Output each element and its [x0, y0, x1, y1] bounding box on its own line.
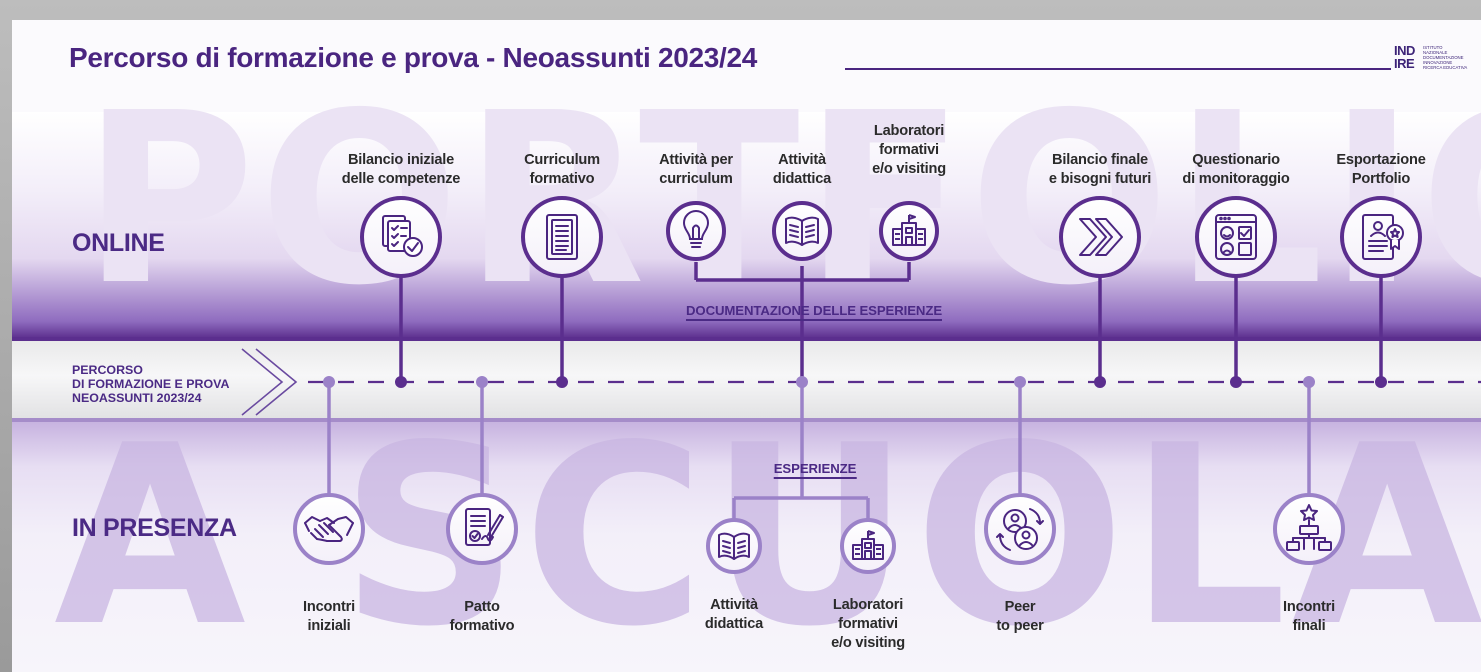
node-curriculum[interactable] [521, 196, 603, 278]
lightbulb-icon [682, 210, 710, 248]
label-esportazione: Esportazione Portfolio [1336, 152, 1426, 187]
label-patto-formativo: Patto formativo [449, 599, 515, 634]
timeline-dot [395, 376, 407, 388]
double-chevron-icon [1079, 218, 1123, 256]
checklist-icon [382, 215, 423, 257]
logo-text: ISTITUTO NAZIONALE DOCUMENTAZIONE INNOVA… [1423, 45, 1468, 70]
signed-document-icon [465, 508, 504, 546]
handshake-icon [304, 516, 354, 542]
title-underline [845, 68, 1391, 70]
label-bilancio-finale: Bilancio finale e bisogni futuri [1048, 152, 1152, 187]
label-attivita-curriculum: Attività per curriculum [659, 152, 733, 187]
label-questionario: Questionario di monitoraggio [1182, 152, 1290, 187]
infographic-card: PORTFOLIO A SCUOLA Percorso di formazion… [12, 20, 1481, 672]
node-bilancio-finale[interactable] [1059, 196, 1141, 278]
peer-exchange-icon [996, 508, 1044, 551]
indire-logo: IND IRE ISTITUTO NAZIONALE DOCUMENTAZION… [1394, 44, 1474, 74]
node-laboratori-online[interactable] [879, 201, 939, 261]
node-laboratori-presenza[interactable] [840, 518, 896, 574]
presenza-connectors [327, 382, 1311, 500]
timeline-dot [1230, 376, 1242, 388]
node-incontri-iniziali[interactable] [293, 493, 365, 565]
node-patto-formativo[interactable] [446, 493, 518, 565]
label-curriculum: Curriculum formativo [524, 152, 600, 187]
label-incontri-iniziali: Incontri iniziali [303, 599, 355, 634]
school-icon [852, 530, 884, 560]
timeline-chevrons [241, 348, 298, 416]
timeline-dot [1094, 376, 1106, 388]
timeline-dot [796, 376, 808, 388]
label-bilancio-iniziale: Bilancio iniziale delle competenze [341, 152, 461, 187]
book-icon [785, 216, 819, 246]
timeline-dot [476, 376, 488, 388]
node-questionario[interactable] [1195, 196, 1277, 278]
documentazione-badge: DOCUMENTAZIONE DELLE ESPERIENZE [685, 303, 942, 321]
label-laboratori-online: Laboratori formativi e/o visiting [872, 123, 946, 177]
page-title: Percorso di formazione e prova - Neoassu… [69, 42, 758, 73]
node-attivita-didattica-presenza[interactable] [706, 518, 762, 574]
label-peer-to-peer: Peer to peer [996, 599, 1044, 634]
label-incontri-finali: Incontri finali [1283, 599, 1335, 634]
logo-mark: IND IRE [1394, 43, 1415, 71]
label-attivita-didattica-online: Attività didattica [772, 152, 832, 187]
node-attivita-didattica-online[interactable] [772, 201, 832, 261]
timeline-dot [1303, 376, 1315, 388]
timeline-dot [556, 376, 568, 388]
documentazione-bracket [694, 262, 911, 382]
timeline-dot [1014, 376, 1026, 388]
node-attivita-curriculum[interactable] [666, 201, 726, 261]
school-icon [892, 214, 926, 246]
node-esportazione[interactable] [1340, 196, 1422, 278]
timeline-dot [1375, 376, 1387, 388]
background-word-a-scuola: A SCUOLA [54, 393, 1481, 672]
label-attivita-didattica-presenza: Attività didattica [704, 597, 764, 632]
certificate-icon [1362, 214, 1404, 260]
esperienze-badge: ESPERIENZE [773, 461, 856, 479]
flow-diagram [241, 196, 1481, 574]
label-laboratori-presenza: Laboratori formativi e/o visiting [831, 597, 905, 651]
timeline-label: PERCORSO DI FORMAZIONE E PROVA NEOASSUNT… [72, 363, 230, 405]
node-bilancio-iniziale[interactable] [360, 196, 442, 278]
lane-label-online: ONLINE [72, 229, 165, 257]
online-connectors [399, 275, 1383, 382]
lane-label-in-presenza: IN PRESENZA [72, 514, 237, 542]
survey-icon [1215, 214, 1257, 260]
book-icon [718, 532, 750, 560]
document-icon [546, 214, 578, 260]
timeline-dots [323, 376, 1387, 388]
hierarchy-star-icon [1286, 504, 1332, 551]
node-peer-to-peer[interactable] [984, 493, 1056, 565]
timeline-dot [323, 376, 335, 388]
esperienze-bracket [732, 382, 870, 520]
node-incontri-finali[interactable] [1273, 493, 1345, 565]
